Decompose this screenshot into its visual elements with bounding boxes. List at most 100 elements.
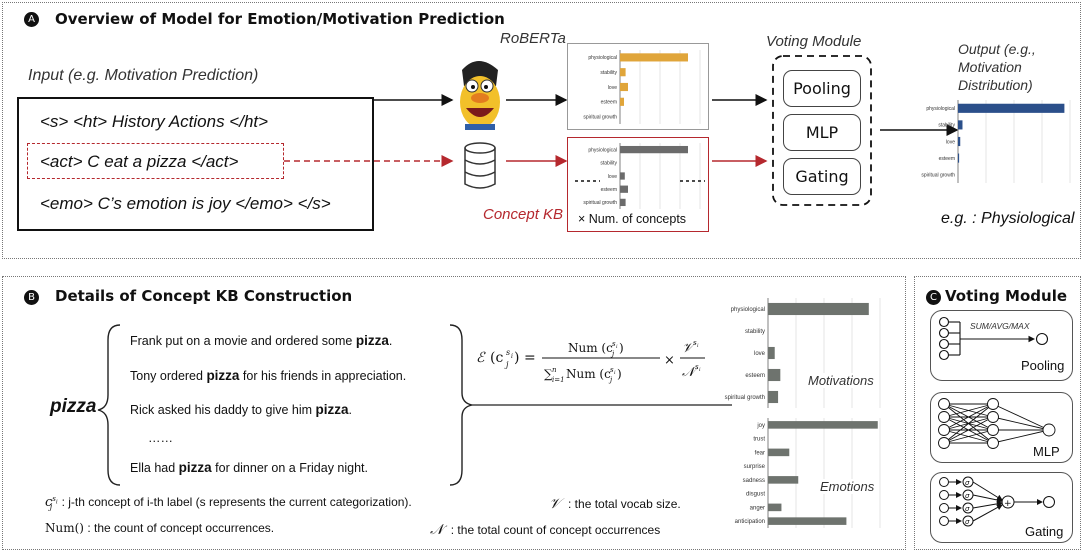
svg-text:(c: (c xyxy=(490,350,503,366)
svg-text:i=1: i=1 xyxy=(552,376,565,384)
input-box xyxy=(17,97,374,231)
sentence-5-bold: pizza xyxy=(178,460,212,475)
legend-num: Num() : the count of concept occurrences… xyxy=(45,521,274,535)
panel-c xyxy=(914,276,1081,550)
svg-text:i: i xyxy=(614,370,616,376)
svg-text:j: j xyxy=(610,350,615,358)
svg-text:j: j xyxy=(608,376,613,384)
svg-text:i: i xyxy=(511,353,513,360)
panel-c-title: Voting Module xyxy=(945,287,1068,305)
roberta-chart-frame xyxy=(567,43,709,130)
sentence-3-text: Rick asked his daddy to give him xyxy=(130,403,316,417)
mlp-edge xyxy=(943,403,994,431)
output-label-2: Motivation xyxy=(958,59,1022,75)
panel-a-arrows xyxy=(284,55,959,206)
input-line-emotion: <emo> C’s emotion is joy </emo> </s> xyxy=(40,194,331,213)
svg-text:s: s xyxy=(693,339,697,347)
svg-text:=: = xyxy=(524,350,536,366)
svg-text:s: s xyxy=(610,366,614,374)
sentence-1-end: . xyxy=(388,334,393,348)
mlp-edge xyxy=(943,416,994,444)
sentence-3-end: . xyxy=(348,403,353,417)
svg-text:Num (c: Num (c xyxy=(568,341,613,355)
svg-text:σ: σ xyxy=(965,518,970,526)
panel-a xyxy=(2,2,1081,259)
pooling-diagram xyxy=(938,316,1049,361)
legend-total-symbol: 𝒩 xyxy=(430,522,444,538)
sentence-1-bold: pizza xyxy=(355,333,389,348)
legend-concept-symbol: c xyxy=(45,495,53,510)
pooling-card xyxy=(930,310,1073,381)
voting-mlp: MLP xyxy=(783,114,861,151)
svg-text:Num (c: Num (c xyxy=(566,367,611,381)
mlp-edge xyxy=(992,416,1050,431)
svg-text:s: s xyxy=(695,363,699,371)
panel-a-badge: A xyxy=(24,12,39,27)
output-label-3: Distribution) xyxy=(958,77,1033,93)
svg-text:i: i xyxy=(699,367,701,373)
pooling-label: Pooling xyxy=(1021,358,1065,373)
voting-gating: Gating xyxy=(783,158,861,195)
sentence-2-bold: pizza xyxy=(206,368,240,383)
svg-text:s: s xyxy=(506,348,510,357)
svg-text:i: i xyxy=(697,343,699,349)
roberta-label: RoBERTa xyxy=(500,30,566,47)
legend-num-text: : the count of concept occurrences. xyxy=(87,521,275,535)
svg-text:s: s xyxy=(612,340,616,348)
gating-card xyxy=(930,472,1073,543)
legend-concept: csij : j-th concept of i-th label (s rep… xyxy=(45,495,412,512)
mlp-edge xyxy=(943,403,994,444)
legend-vocab-text: : the total vocab size. xyxy=(568,497,681,511)
sentence-5-end: for dinner on a Friday night. xyxy=(211,461,369,475)
svg-text:n: n xyxy=(552,366,557,374)
svg-text:σ: σ xyxy=(965,492,970,500)
input-line-history: <s> <ht> History Actions </ht> xyxy=(40,112,269,131)
voting-module-box xyxy=(772,55,872,206)
sentence-5: Ella had pizza for dinner on a Friday ni… xyxy=(130,460,368,475)
svg-text:): ) xyxy=(617,367,622,381)
pizza-word: pizza xyxy=(50,396,97,417)
ellipsis-text: …… xyxy=(148,431,173,445)
input-label: Input (e.g. Motivation Prediction) xyxy=(28,67,259,84)
panel-c-badge: C xyxy=(926,290,941,305)
mlp-card xyxy=(930,392,1073,463)
emotions-label: Emotions xyxy=(818,479,877,494)
sentence-2-text: Tony ordered xyxy=(130,369,207,383)
sentence-ellipsis: …… xyxy=(148,431,173,445)
sentence-5-text: Ella had xyxy=(130,461,179,475)
input-line-action: <act> C eat a pizza </act> xyxy=(40,152,239,171)
voting-pooling: Pooling xyxy=(783,70,861,107)
example-output: e.g. : Physiological xyxy=(941,210,1074,228)
svg-text:): ) xyxy=(619,341,624,355)
database-icon xyxy=(464,142,496,189)
legend-vocab: 𝒱 : the total vocab size. xyxy=(549,496,681,512)
mlp-label: MLP xyxy=(1033,444,1060,459)
num-concepts-label: × Num. of concepts xyxy=(578,212,687,226)
sentence-3: Rick asked his daddy to give him pizza. xyxy=(130,402,352,417)
pool-op-label: SUM/AVG/MAX xyxy=(970,321,1030,331)
mlp-edge xyxy=(943,403,994,418)
svg-text:σ: σ xyxy=(965,479,970,487)
sentence-3-bold: pizza xyxy=(315,402,349,417)
svg-text:×: × xyxy=(664,353,675,368)
svg-text:+: + xyxy=(1004,499,1012,509)
mlp-edge xyxy=(992,429,1050,444)
svg-text:∑: ∑ xyxy=(544,367,553,381)
legend-total: 𝒩 : the total count of concept occurrenc… xyxy=(430,522,660,538)
svg-text:j: j xyxy=(504,360,509,369)
panel-a-title: Overview of Model for Emotion/Motivation… xyxy=(55,10,505,28)
mlp-diagram xyxy=(938,398,1056,449)
sentence-1: Frank put on a movie and ordered some pi… xyxy=(130,333,392,348)
kb-chart-frame xyxy=(567,137,709,232)
motivations-label: Motivations xyxy=(806,373,876,388)
legend-num-symbol: Num() xyxy=(45,521,84,535)
example-value: Physiological xyxy=(981,210,1075,227)
example-prefix: e.g. : xyxy=(941,210,982,227)
mlp-edge xyxy=(992,403,1050,431)
panel-b-title: Details of Concept KB Construction xyxy=(55,287,353,305)
svg-text:ℰ: ℰ xyxy=(476,350,486,366)
sentence-1-text: Frank put on a movie and ordered some xyxy=(130,334,356,348)
voting-module-label: Voting Module xyxy=(766,33,862,50)
